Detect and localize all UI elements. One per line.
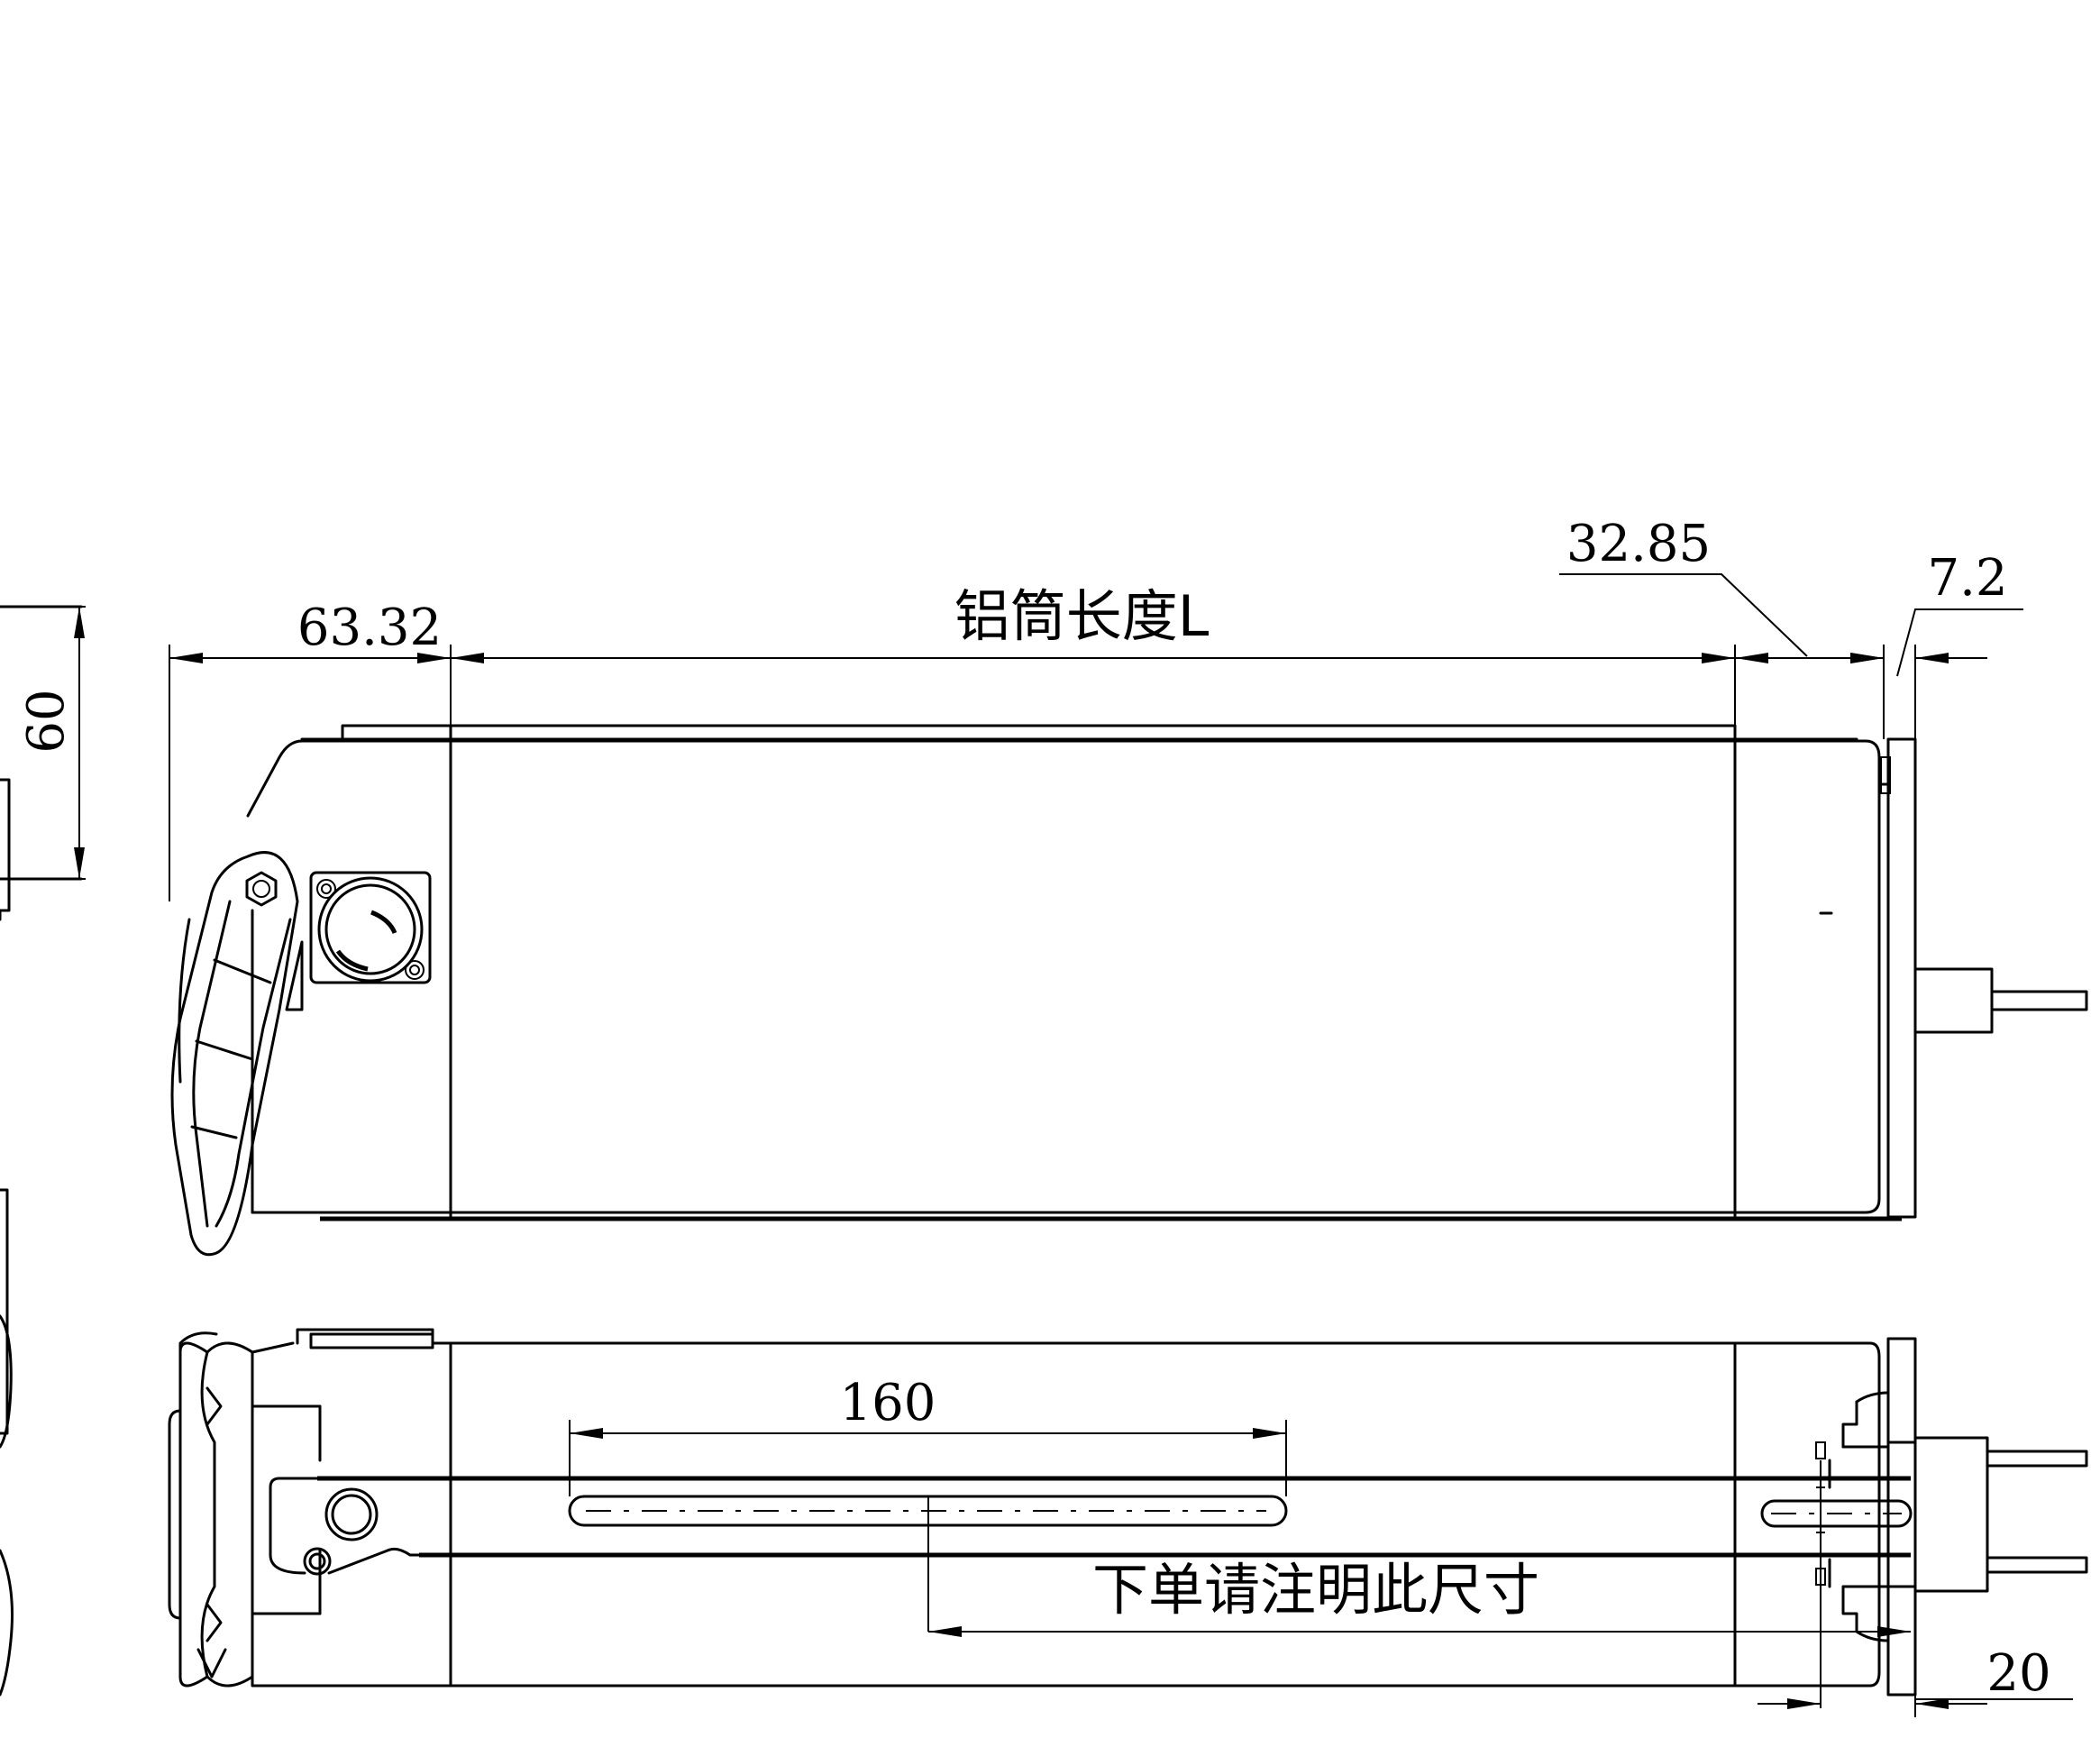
dimension-order-note-label: 下单请注明此尺寸	[1092, 1557, 1539, 1623]
dimension-63-32-label: 63.32	[297, 599, 442, 657]
dimension-7-2-label: 7.2	[1927, 549, 2007, 608]
dimension-32-85-label: 32.85	[1566, 515, 1711, 573]
dimension-tube-length: 铝筒长度L	[451, 583, 1736, 726]
side-view	[170, 724, 2088, 1257]
dimension-20-label: 20	[1986, 1644, 2050, 1703]
dimension-32-85: 32.85	[1559, 515, 1885, 739]
dimension-order-note: 下单请注明此尺寸	[928, 1557, 1911, 1637]
dimension-height: 60	[0, 606, 86, 880]
dimension-20: 20	[1758, 1569, 2073, 1717]
dimension-63-32: 63.32	[169, 599, 452, 901]
left-partial-view	[0, 605, 83, 1697]
dimension-tube-length-label: 铝筒长度L	[954, 583, 1210, 649]
dimension-160-label: 160	[840, 1374, 936, 1432]
top-view	[168, 1328, 2088, 1708]
dimension-160: 160	[569, 1374, 1287, 1496]
dimension-height-label: 60	[17, 689, 76, 753]
dimension-7-2: 7.2	[1848, 549, 2023, 739]
